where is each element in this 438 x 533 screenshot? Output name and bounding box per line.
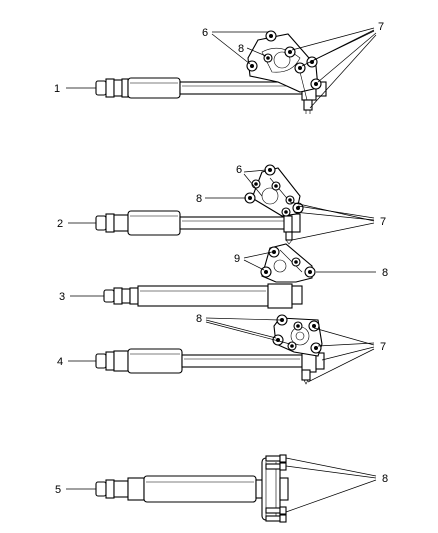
callout-1: 1 xyxy=(54,83,60,95)
callout-5: 5 xyxy=(55,484,61,496)
callout-9: 9 xyxy=(234,253,240,265)
callout-6: 6 xyxy=(236,164,242,176)
shaft-2 xyxy=(95,210,301,236)
shaft-assembly-3: 3 9 8 xyxy=(59,243,388,309)
shaft-assembly-4: 4 xyxy=(57,313,386,385)
callout-6: 6 xyxy=(202,27,208,39)
shaft-assembly-5: 5 8 xyxy=(55,454,388,523)
callout-8: 8 xyxy=(196,193,202,205)
callout-8: 8 xyxy=(382,267,388,279)
shaft-4 xyxy=(95,348,325,374)
shaft-3 xyxy=(103,283,303,309)
callout-8: 8 xyxy=(238,43,244,55)
callout-7: 7 xyxy=(380,341,386,353)
callout-7: 7 xyxy=(380,216,386,228)
shaft-assembly-1: 1 xyxy=(54,21,384,114)
callout-8: 8 xyxy=(196,313,202,325)
bolt-group-5 xyxy=(265,454,287,523)
shaft-5 xyxy=(95,475,267,503)
callout-3: 3 xyxy=(59,291,65,303)
callout-4: 4 xyxy=(57,356,63,368)
callout-7: 7 xyxy=(378,21,384,33)
callout-8: 8 xyxy=(382,473,388,485)
callout-2: 2 xyxy=(57,218,63,230)
bracket-2 xyxy=(251,167,301,245)
bolt-group-2 xyxy=(244,164,304,217)
shaft-assembly-2: 2 xyxy=(57,164,386,245)
